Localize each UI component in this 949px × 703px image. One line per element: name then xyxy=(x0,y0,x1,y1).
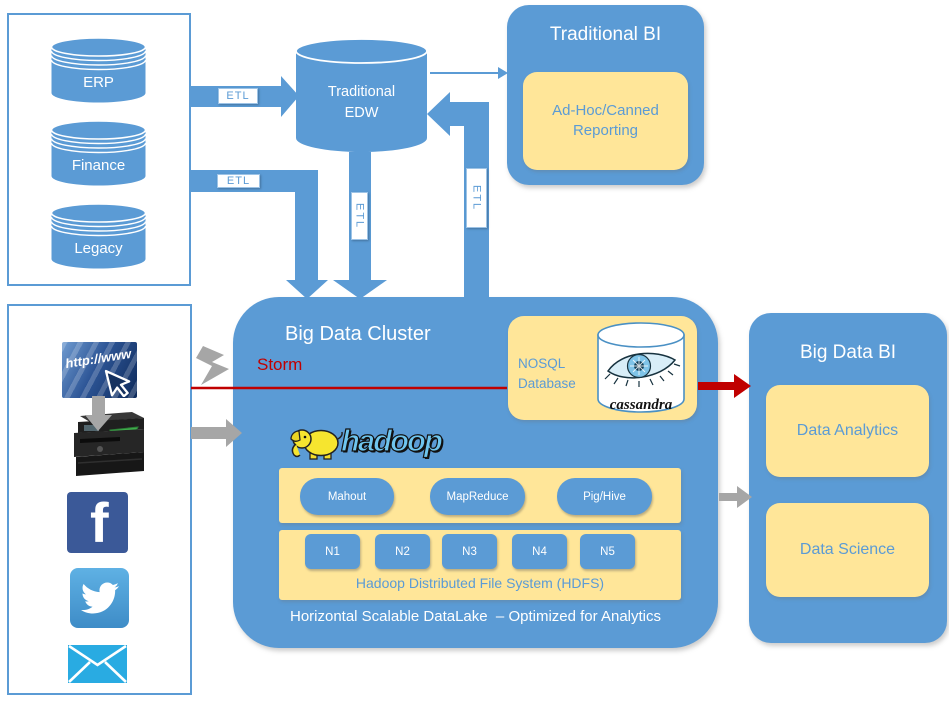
finance-label: Finance xyxy=(71,157,126,174)
node-n4: N4 xyxy=(512,534,567,569)
nosql-database-label: NOSQL Database xyxy=(518,356,576,391)
node-n5: N5 xyxy=(580,534,635,569)
cursor-icon xyxy=(104,369,131,397)
mapreduce-pill: MapReduce xyxy=(430,478,525,515)
etl-label-sources-cluster: ETL xyxy=(217,174,260,188)
big-data-cluster-title: Big Data Cluster xyxy=(285,323,431,345)
etl-label-sources-edw: ETL xyxy=(218,88,258,104)
arrow-sources-to-cluster xyxy=(191,170,328,299)
facebook-icon: f xyxy=(67,492,128,553)
traditional-edw-icon xyxy=(295,38,428,153)
web-url-icon: http://www xyxy=(62,342,137,398)
hadoop-tools-box: Mahout MapReduce Pig/Hive xyxy=(279,468,681,523)
traditional-bi-title: Traditional BI xyxy=(549,24,662,45)
mahout-pill: Mahout xyxy=(300,478,394,515)
adhoc-canned-reporting-box: Ad-Hoc/Canned Reporting xyxy=(523,72,688,170)
cassandra-eye-icon xyxy=(604,352,681,387)
etl-label-edw-cluster: ETL xyxy=(351,192,368,240)
erp-database-icon xyxy=(50,37,147,104)
pig-hive-pill: Pig/Hive xyxy=(557,478,652,515)
hdfs-box: N1 N2 N3 N4 N5 Hadoop Distributed File S… xyxy=(279,530,681,600)
data-analytics-box: Data Analytics xyxy=(766,385,929,477)
arrow-cluster-to-big-data-bi xyxy=(719,486,752,508)
datalake-caption: Horizontal Scalable DataLake – Optimized… xyxy=(289,608,661,625)
facebook-glyph: f xyxy=(90,492,109,553)
legacy-label: Legacy xyxy=(74,240,123,257)
finance-database-icon xyxy=(50,120,147,187)
node-n3: N3 xyxy=(442,534,497,569)
cassandra-logo: cassandra xyxy=(596,321,686,415)
erp-label: ERP xyxy=(83,74,114,91)
twitter-icon xyxy=(70,568,129,628)
data-science-box: Data Science xyxy=(766,503,929,597)
hdfs-label: Hadoop Distributed File System (HDFS) xyxy=(355,575,605,591)
big-data-cluster-panel: Big Data Cluster Storm NOSQL Database ca… xyxy=(233,297,718,648)
hadoop-elephant-icon xyxy=(288,426,344,462)
node-n2: N2 xyxy=(375,534,430,569)
node-n1: N1 xyxy=(305,534,360,569)
big-data-bi-panel: Big Data BI Data Analytics Data Science xyxy=(749,313,947,643)
lightning-icon xyxy=(196,346,229,385)
hadoop-wordmark: hadoop xyxy=(340,422,443,458)
storm-label: Storm xyxy=(257,355,303,374)
etl-label-cluster-edw: ETL xyxy=(466,168,487,228)
nosql-database-box: NOSQL Database cassandra xyxy=(508,316,697,420)
email-icon xyxy=(68,645,127,683)
big-data-bi-title: Big Data BI xyxy=(799,342,897,363)
traditional-bi-panel: Traditional BI Ad-Hoc/Canned Reporting xyxy=(507,5,704,185)
traditional-edw-label: Traditional EDW xyxy=(327,84,396,121)
printer-icon xyxy=(60,410,152,478)
cassandra-label: cassandra xyxy=(610,397,673,413)
legacy-database-icon xyxy=(50,203,147,270)
